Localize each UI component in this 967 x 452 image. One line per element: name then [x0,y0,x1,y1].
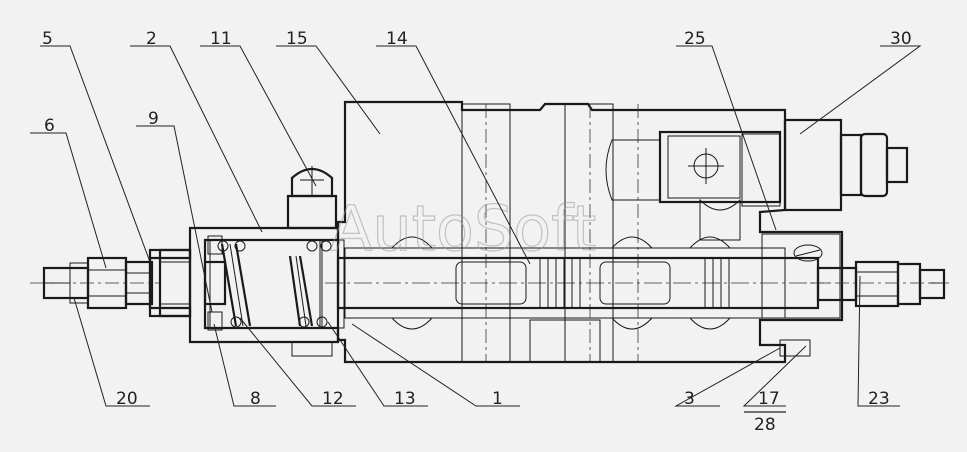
spool [325,256,830,310]
callouts-bottom: 20 8 12 13 1 3 17 28 23 [116,389,890,435]
spool-grooves [539,258,730,308]
spring-housing [30,226,340,344]
callout-1: 1 [492,389,503,409]
callout-20: 20 [116,389,138,409]
callout-5: 5 [42,29,53,49]
solenoid-plug [658,118,909,212]
callout-23: 23 [868,389,890,409]
callout-9: 9 [148,109,159,129]
callout-15: 15 [286,29,308,49]
callout-25: 25 [684,29,706,49]
valve-body [336,100,844,364]
callout-14: 14 [386,29,408,49]
callout-2: 2 [146,29,157,49]
callout-12: 12 [322,389,344,409]
callout-30: 30 [890,29,912,49]
springs [209,239,332,329]
callout-8: 8 [250,389,261,409]
callout-3: 3 [684,389,695,409]
right-end-fitting [810,260,950,308]
spring-seat [203,235,227,331]
leader-lines [30,45,922,407]
callout-6: 6 [44,116,55,136]
watermark: AutoSoft [330,192,596,265]
breather-fitting [286,166,338,357]
callout-13: 13 [394,389,416,409]
guide-bushing [321,239,345,329]
callout-11: 11 [210,29,232,49]
callout-28: 28 [754,415,776,435]
callout-17: 17 [758,389,780,409]
callouts-top: 5 2 11 15 14 25 30 6 9 [42,29,912,136]
